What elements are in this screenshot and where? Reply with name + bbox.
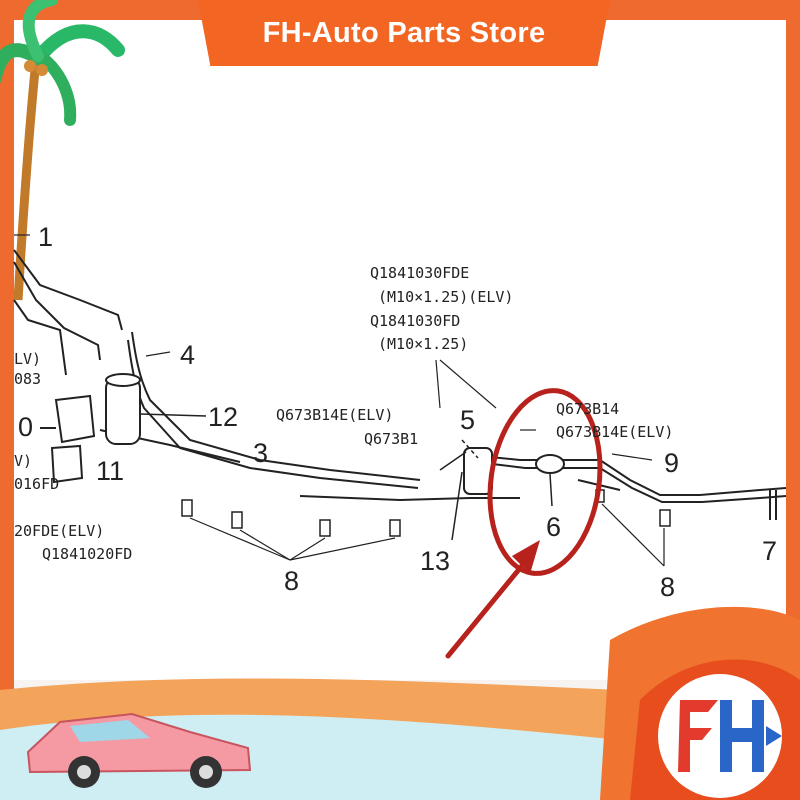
clip-parts-8 <box>181 489 671 537</box>
callout-number-13: 13 <box>420 546 451 576</box>
part-code-label: (M10×1.25) <box>378 335 469 353</box>
part-code-label: Q673B14E(ELV) <box>556 423 674 441</box>
callout-number-6: 6 <box>546 512 562 542</box>
part-code-label: LV) <box>14 350 42 368</box>
callout-number-8: 8 <box>660 572 676 602</box>
part-code-label: 083 <box>14 370 42 388</box>
callout-number-8: 8 <box>284 566 300 596</box>
fh-logo-icon <box>658 674 782 798</box>
connector-part-6 <box>535 454 565 507</box>
orange-frame-left <box>0 0 14 720</box>
part-code-label: V) <box>14 452 33 470</box>
callout-number-12: 12 <box>208 402 239 432</box>
leader-lines <box>14 234 665 567</box>
callout-number-9: 9 <box>664 448 680 478</box>
red-arrow-icon <box>445 540 540 659</box>
part-code-label: (M10×1.25)(ELV) <box>378 288 514 306</box>
car-icon <box>26 712 252 788</box>
part-code-label: Q673B14E(ELV) <box>276 406 394 424</box>
callout-number-0: 0 <box>18 412 34 442</box>
store-banner: FH-Auto Parts Store <box>198 0 610 66</box>
highlight-circle <box>487 388 603 576</box>
callout-number-5: 5 <box>460 405 476 435</box>
part-code-label: 016FD <box>14 475 60 493</box>
part-code-label: 20FDE(ELV) <box>14 522 105 540</box>
canister-part-12 <box>105 373 207 445</box>
palm-tree-icon <box>0 0 125 301</box>
store-name: FH-Auto Parts Store <box>262 16 546 49</box>
callout-number-7: 7 <box>762 536 778 566</box>
diagram-paper <box>14 20 786 680</box>
part-code-label: Q673B14 <box>556 400 620 418</box>
bracket-part <box>40 394 96 484</box>
part-code-label: Q1841030FDE <box>370 264 470 282</box>
callout-number-11: 11 <box>96 456 125 486</box>
callout-number-1: 1 <box>38 222 54 252</box>
part-code-label: Q1841030FD <box>370 312 461 330</box>
part-code-label: Q673B1 <box>364 430 419 448</box>
callout-number-3: 3 <box>253 438 269 468</box>
orange-frame-right <box>786 0 800 640</box>
fuel-filter-part-5 <box>439 447 493 541</box>
callout-number-4: 4 <box>180 340 196 370</box>
part-code-label: Q1841020FD <box>42 545 133 563</box>
